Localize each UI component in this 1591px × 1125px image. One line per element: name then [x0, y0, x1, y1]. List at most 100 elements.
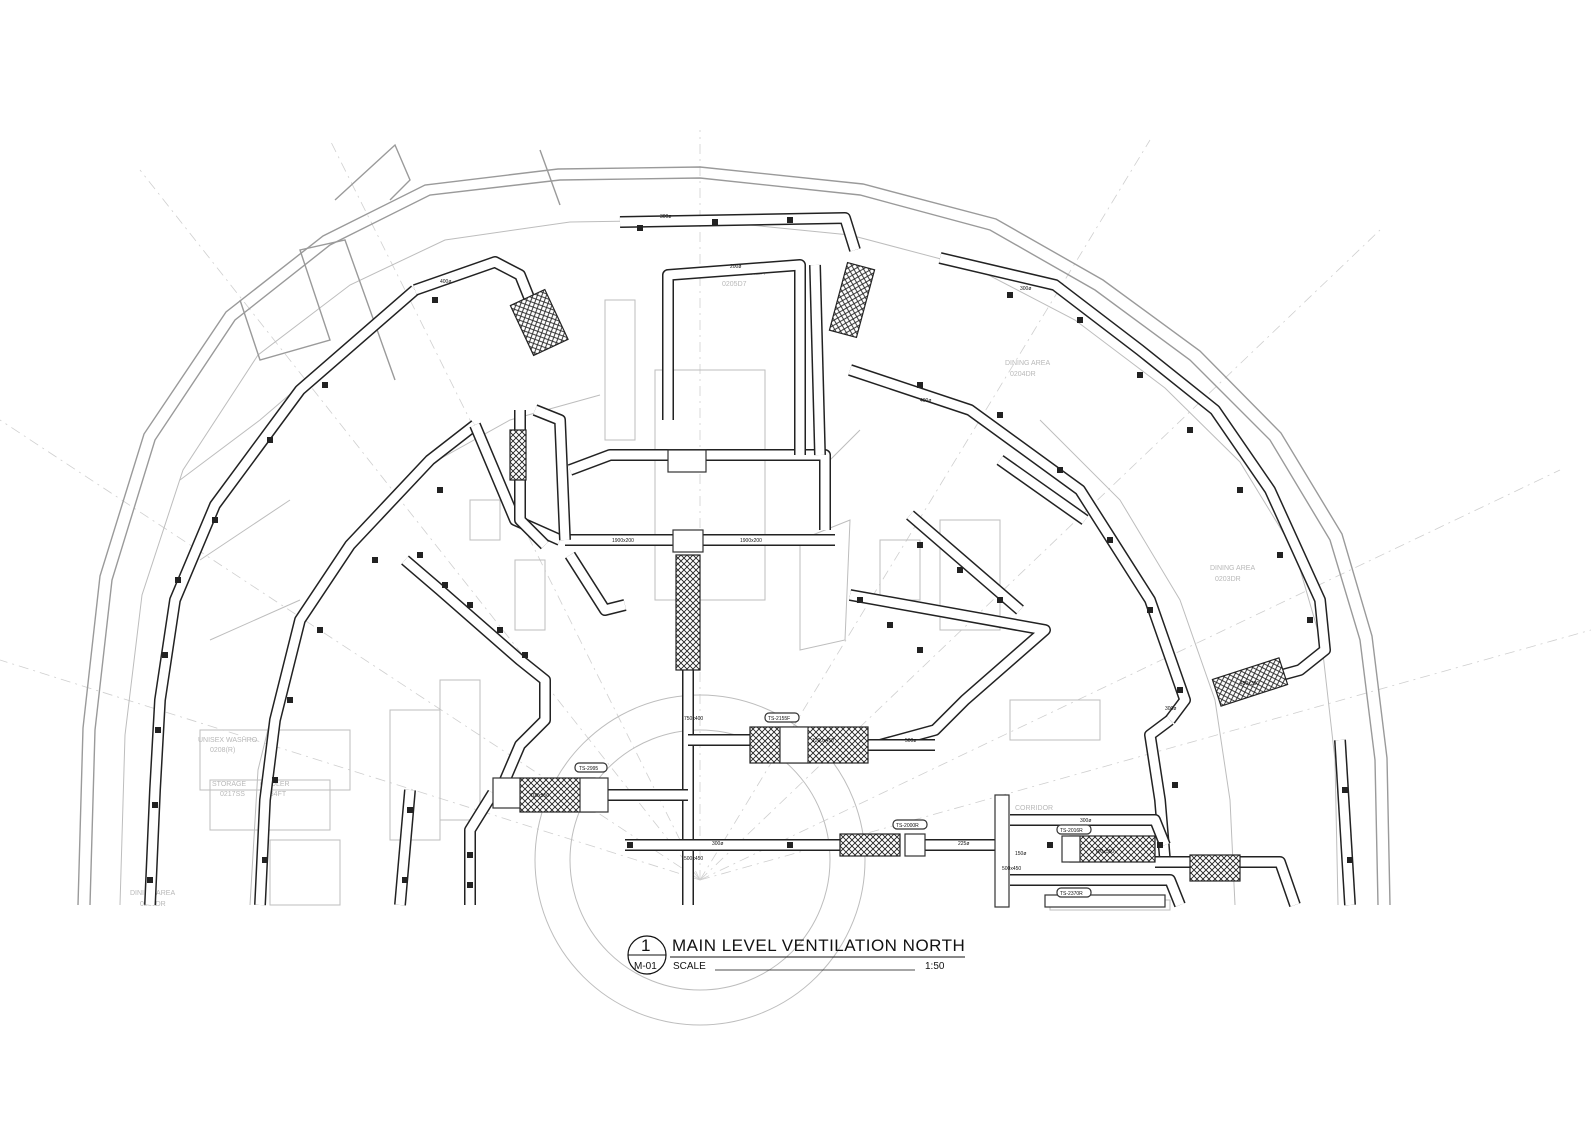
fan-unit — [579, 777, 609, 813]
duct-run-interior — [402, 556, 550, 782]
duct-run-interior — [533, 405, 570, 541]
diffuser — [407, 807, 413, 813]
equipment-tag: TS-2000R — [896, 823, 919, 829]
diffuser — [957, 567, 963, 573]
room-label: DINING AREA — [1005, 360, 1050, 367]
equipment-tags: TS-2995 TS-2155F TS-2000R TS-2016R TS-23… — [574, 712, 1092, 898]
duct-run-interior — [619, 213, 860, 252]
duct-run-interior — [849, 590, 1050, 750]
diffuser — [1237, 487, 1243, 493]
diffuser — [467, 602, 473, 608]
duct-run-interior — [1010, 815, 1170, 847]
duct-size: 300ø — [1165, 706, 1176, 712]
duct-size: 300ø — [712, 841, 723, 847]
diffuser — [1177, 687, 1183, 693]
diffuser — [1147, 607, 1153, 613]
duct-size: 700x550 — [530, 793, 549, 799]
duct-size-labels: 300ø 400ø 400ø 500ø 200ø 300ø 225ø 150ø … — [440, 214, 1259, 872]
diffuser — [1277, 552, 1283, 558]
diffuser — [322, 382, 328, 388]
diffuser — [432, 297, 438, 303]
duct-size: 1900x200 — [740, 538, 762, 544]
grille-row — [1044, 894, 1166, 908]
duct-run — [144, 285, 419, 906]
room-label: UNISEX WASHRO — [198, 737, 258, 744]
duct-run-interior — [848, 365, 1190, 723]
duct-run-interior — [568, 450, 830, 530]
attenuator — [1069, 835, 1156, 863]
fan-box — [667, 449, 707, 473]
duct-size: 400ø — [440, 279, 451, 285]
diffuser — [267, 437, 273, 443]
diffuser — [1007, 292, 1013, 298]
duct-size: 500ø — [905, 738, 916, 744]
duct-size: 400ø — [920, 398, 931, 404]
duct-size: 150ø — [1015, 851, 1026, 857]
diffuser — [522, 652, 528, 658]
riser-shaft — [994, 794, 1010, 908]
diffuser — [627, 842, 633, 848]
sheet-reference: M-01 — [634, 961, 657, 972]
duct-run-interior — [255, 421, 478, 906]
room-number: 0205D7 — [722, 281, 747, 288]
duct-size: 500x450 — [684, 856, 703, 862]
duct-run-interior — [145, 286, 418, 906]
fan-unit — [904, 833, 926, 857]
room-number: 0234FT — [262, 791, 287, 798]
duct-size: 500x450 — [1002, 866, 1021, 872]
diffuser — [417, 552, 423, 558]
scale-label: SCALE — [673, 961, 706, 972]
attenuator — [749, 726, 869, 764]
duct-run-interior — [566, 552, 627, 615]
attenuator — [509, 288, 569, 357]
diffuser — [272, 777, 278, 783]
diffuser — [917, 647, 923, 653]
duct-run-interior — [1240, 857, 1300, 907]
diffuser — [437, 487, 443, 493]
duct-run-interior — [938, 253, 1330, 690]
diffuser — [917, 542, 923, 548]
diffuser — [997, 597, 1003, 603]
duct-run-interior — [1010, 875, 1185, 907]
attenuator — [839, 833, 901, 857]
duct-size: 200ø — [730, 264, 741, 270]
plenum-box — [492, 777, 521, 809]
diffuser — [1137, 372, 1143, 378]
diffuser — [1342, 787, 1348, 793]
duct-run-interior — [997, 456, 1088, 524]
equipment-tag: TS-2155F — [768, 716, 790, 722]
equipment-tag: TS-2370R — [1060, 891, 1083, 897]
duct-size: 450x300 — [1240, 681, 1259, 687]
duct-size: 1900x200 — [612, 538, 634, 544]
room-number: 0203DR — [1215, 576, 1241, 583]
diffuser — [1107, 537, 1113, 543]
diffuser — [317, 627, 323, 633]
diffuser — [1077, 317, 1083, 323]
diffuser — [1187, 427, 1193, 433]
attenuator — [1211, 657, 1289, 707]
duct-run-interior — [1335, 739, 1355, 906]
room-label: COOLER — [260, 781, 290, 788]
duct-size: 700x550 — [1095, 849, 1114, 855]
room-label: DINING AREA — [1210, 565, 1255, 572]
attenuator — [509, 429, 527, 481]
diffuser — [497, 627, 503, 633]
diffuser — [997, 412, 1003, 418]
diffuser — [175, 577, 181, 583]
fan-box — [672, 529, 704, 553]
fan-unit — [1061, 835, 1081, 863]
duct-size: 1200x450 — [812, 738, 834, 744]
diffuser — [637, 225, 643, 231]
duct-run-interior — [907, 511, 1023, 614]
diffuser — [857, 597, 863, 603]
duct-run — [662, 259, 806, 455]
room-number: 0208(R) — [210, 747, 235, 754]
duct-size: 300ø — [1020, 286, 1031, 292]
equipment-tag: TS-2995 — [579, 766, 598, 772]
duct-run — [848, 364, 1191, 724]
radial-grid-lines — [0, 130, 1591, 881]
building-outline — [77, 143, 1391, 1026]
diffuser — [162, 652, 168, 658]
room-label: CORRIDOR — [1015, 805, 1053, 812]
